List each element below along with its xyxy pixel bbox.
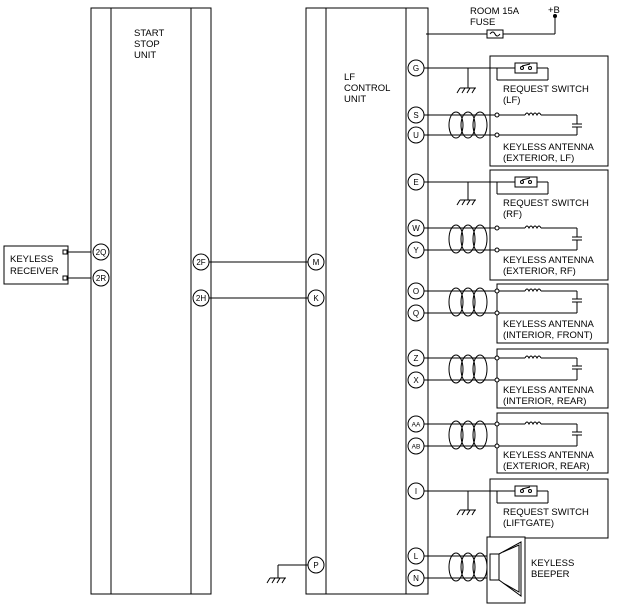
beeper-label-2: BEEPER [531, 569, 570, 580]
antenna-ext-lf-label-1: KEYLESS ANTENNA [503, 142, 594, 153]
svg-text:O: O [413, 287, 419, 296]
fuse-label-2: FUSE [470, 17, 495, 28]
svg-text:2H: 2H [196, 294, 206, 303]
request-liftgate-label-2: (LIFTGATE) [503, 518, 554, 529]
lf-label-2: CONTROL [344, 83, 390, 94]
start-stop-label-2: STOP [134, 39, 160, 50]
svg-text:I: I [415, 487, 417, 496]
antenna-ext-lf-label-2: (EXTERIOR, LF) [503, 153, 574, 164]
pin-k: K [307, 289, 325, 307]
beeper-icon [489, 553, 500, 581]
svg-text:Y: Y [413, 246, 419, 255]
pin-2f: 2F [192, 253, 210, 271]
request-liftgate-label-1: REQUEST SWITCH [503, 507, 589, 518]
start-stop-unit: START STOP UNIT [90, 7, 212, 595]
svg-text:K: K [313, 294, 319, 303]
antenna-int-rear-box [496, 348, 609, 409]
svg-text:G: G [413, 64, 419, 73]
svg-text:2F: 2F [196, 258, 205, 267]
keyless-receiver-label-2: RECEIVER [10, 266, 59, 277]
antenna-interior-front: O Q KEYLESS ANTENNA (INTERIOR, FRONT) [407, 282, 594, 341]
fuse-label-1: ROOM 15A [470, 6, 520, 17]
request-lf-label-2: (LF) [503, 95, 520, 106]
svg-text:2Q: 2Q [96, 248, 107, 257]
request-switch-liftgate: I REQUEST SWITCH (LIFTGATE) [407, 482, 589, 529]
pin-2r: 2R [92, 269, 110, 287]
svg-text:M: M [313, 258, 320, 267]
antenna-int-front-label-1: KEYLESS ANTENNA [503, 319, 594, 330]
antenna-ext-rear-box [496, 412, 609, 474]
antenna-exterior-rear: AA AB KEYLESS ANTENNA (EXTERIOR, REAR) [407, 415, 594, 472]
antenna-int-rear-label-1: KEYLESS ANTENNA [503, 385, 594, 396]
antenna-int-front-label-2: (INTERIOR, FRONT) [503, 330, 593, 341]
lf-control-unit: LF CONTROL UNIT [305, 7, 429, 595]
svg-text:AB: AB [412, 444, 421, 451]
keyless-beeper: L N KEYLESS BEEPER [407, 536, 574, 604]
supply-label: +B [548, 5, 560, 16]
keyless-receiver-label-1: KEYLESS [10, 254, 53, 265]
svg-text:2R: 2R [96, 274, 106, 283]
request-lf-antenna-box [489, 55, 609, 167]
antenna-exterior-lf: S U KEYLESS ANTENNA (EXTERIOR, LF) [407, 106, 594, 164]
request-rf-label-1: REQUEST SWITCH [503, 198, 589, 209]
request-switch-rf: E REQUEST SWITCH (RF) [407, 173, 589, 220]
antenna-exterior-rf: W Y KEYLESS ANTENNA (EXTERIOR, RF) [407, 219, 594, 277]
start-stop-label-1: START [134, 28, 164, 39]
antenna-ext-rear-label-2: (EXTERIOR, REAR) [503, 461, 590, 472]
request-rf-antenna-box [489, 169, 609, 281]
pin-p: P [266, 556, 325, 584]
svg-text:AA: AA [412, 422, 421, 429]
svg-text:Q: Q [413, 309, 419, 318]
svg-text:W: W [412, 224, 420, 233]
svg-text:E: E [413, 178, 418, 187]
svg-text:Z: Z [414, 354, 419, 363]
antenna-interior-rear: Z X KEYLESS ANTENNA (INTERIOR, REAR) [407, 349, 594, 407]
antenna-int-rear-label-2: (INTERIOR, REAR) [503, 396, 586, 407]
keyless-receiver: KEYLESS RECEIVER [3, 245, 91, 285]
beeper-label-1: KEYLESS [531, 558, 574, 569]
svg-text:P: P [313, 561, 318, 570]
request-switch-lf: G REQUEST SWITCH (LF) [407, 59, 589, 106]
lf-label-3: UNIT [344, 94, 366, 105]
pin-2q: 2Q [92, 243, 110, 261]
pin-m: M [307, 253, 325, 271]
request-liftgate-box [489, 478, 609, 539]
fuse-circuit: ROOM 15A FUSE +B [426, 5, 560, 39]
request-lf-label-1: REQUEST SWITCH [503, 84, 589, 95]
start-stop-label-3: UNIT [134, 50, 156, 61]
svg-text:U: U [413, 131, 419, 140]
svg-text:X: X [413, 376, 419, 385]
antenna-ext-rf-label-1: KEYLESS ANTENNA [503, 255, 594, 266]
request-rf-label-2: (RF) [503, 209, 522, 220]
antenna-ext-rf-label-2: (EXTERIOR, RF) [503, 266, 576, 277]
svg-text:L: L [414, 552, 419, 561]
antenna-ext-rear-label-1: KEYLESS ANTENNA [503, 450, 594, 461]
svg-text:S: S [413, 111, 418, 120]
svg-text:N: N [413, 574, 419, 583]
pin-2h: 2H [192, 289, 210, 307]
lf-label-1: LF [344, 72, 355, 83]
